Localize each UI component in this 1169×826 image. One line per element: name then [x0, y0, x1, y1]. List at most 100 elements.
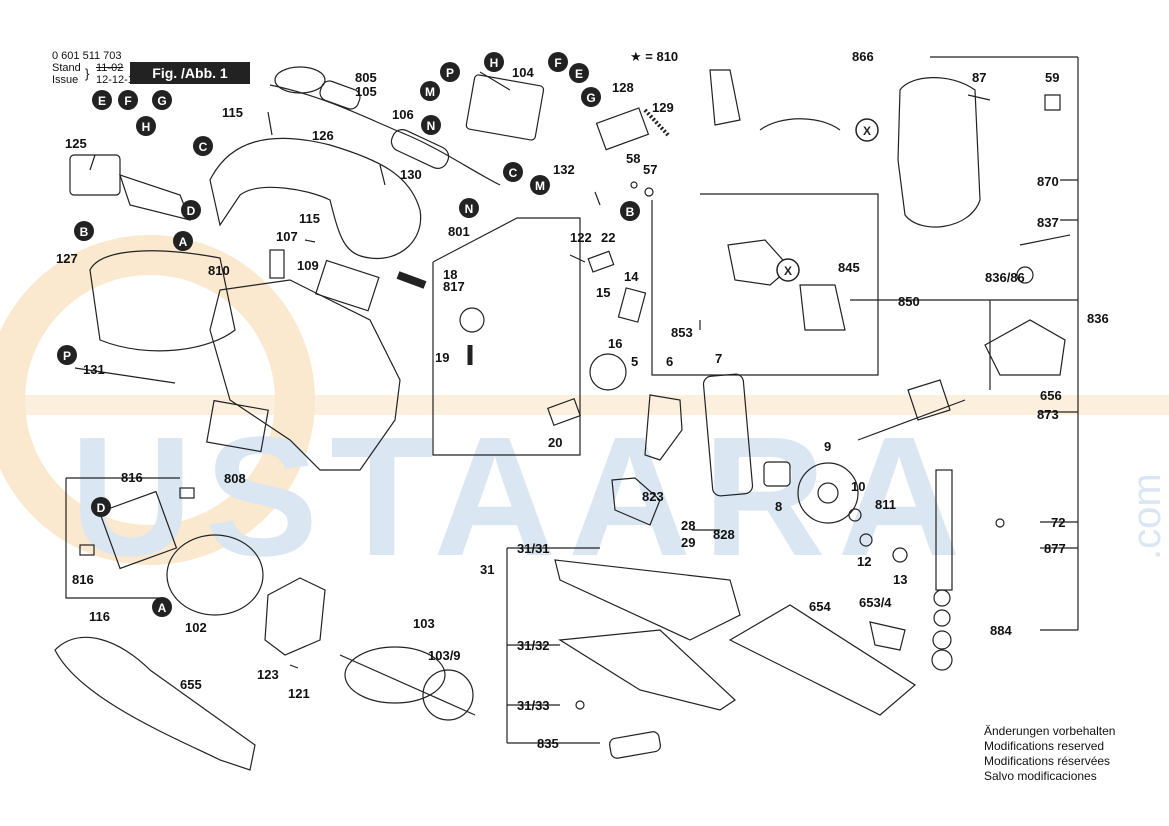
clip-72 [995, 518, 1005, 528]
issue-value: 12-12-19 [96, 74, 141, 86]
label-106: 106 [392, 107, 414, 122]
label-28: 28 [681, 518, 695, 533]
label-129: 129 [652, 100, 674, 115]
note-fr: Modifications réservées [984, 754, 1111, 768]
rod-836-86 [1019, 234, 1071, 246]
callout-b-1: B [620, 201, 640, 221]
screw-115-a [267, 111, 273, 136]
label-6: 6 [666, 354, 673, 369]
callout-c-1: C [193, 136, 213, 156]
callout-g-2: G [152, 90, 172, 110]
power-cable [269, 84, 501, 186]
armature-shaft [339, 654, 476, 716]
frame-116 [65, 478, 163, 599]
callout-p-1: P [440, 62, 460, 82]
callout-m-2: M [530, 175, 550, 195]
callout-m-1: M [420, 81, 440, 101]
label-808: 808 [224, 471, 246, 486]
label-9: 9 [824, 439, 831, 454]
brush-816-b [79, 544, 95, 556]
callout-letter: N [427, 119, 436, 133]
stand-value: 11-02 [96, 62, 124, 74]
label-850: 850 [898, 294, 920, 309]
housing-810 [209, 279, 401, 471]
callout-h-1: H [484, 52, 504, 72]
label-116: 116 [89, 609, 110, 624]
label-810: 810 [208, 263, 230, 278]
armature-103 [344, 646, 446, 704]
label-57: 57 [643, 162, 657, 177]
label-128: 128 [612, 80, 634, 95]
label-828: 828 [713, 527, 735, 542]
label-131: 131 [83, 362, 105, 377]
label-823: 823 [642, 489, 664, 504]
callout-letter: E [575, 67, 583, 81]
label-87: 87 [972, 70, 986, 85]
rod-873 [857, 399, 966, 441]
label-115-a: 115 [222, 105, 243, 120]
electronic-125 [69, 154, 121, 196]
figure-label: Fig. /Abb. 1 [130, 62, 250, 84]
washer-12 [859, 533, 873, 547]
washer-884-3 [932, 630, 952, 650]
label-22: 22 [601, 230, 615, 245]
guide-823 [611, 477, 661, 526]
label-109: 109 [297, 258, 319, 273]
label-18: 18 [443, 267, 457, 282]
label-654: 654 [809, 599, 831, 614]
leader-131 [74, 367, 176, 384]
watermark-domain: .com [1125, 473, 1169, 560]
label-845: 845 [838, 260, 860, 275]
modification-notes: Änderungen vorbehalten Modifications res… [984, 724, 1115, 784]
label-122: 122 [570, 230, 592, 245]
label-655: 655 [180, 677, 202, 692]
label-72: 72 [1051, 515, 1065, 530]
label-8: 8 [775, 499, 782, 514]
label-115-b: 115 [299, 211, 320, 226]
bearing-8 [763, 461, 791, 487]
callout-letter: B [80, 225, 89, 239]
electronic-plate [119, 174, 191, 221]
washer-884-1 [933, 589, 951, 607]
callout-letter: M [425, 85, 435, 99]
brush-holder-123 [264, 577, 326, 656]
label-125: 125 [65, 136, 87, 151]
switch-104 [465, 74, 545, 141]
callout-letter: N [465, 202, 474, 216]
leader-125 [89, 154, 96, 171]
label-14: 14 [624, 269, 639, 284]
bushing-13 [892, 547, 908, 563]
washer-884-2 [933, 609, 951, 627]
callout-circles: P H F E M G N E F G H C C M N B D B A P … [57, 52, 879, 617]
label-132: 132 [553, 162, 575, 177]
callout-d-1: D [181, 200, 201, 220]
callout-p-2: P [57, 345, 77, 365]
label-873: 873 [1037, 407, 1059, 422]
label-31-32: 31/32 [517, 638, 550, 653]
washer-57 [644, 187, 654, 197]
gear-9-hub [817, 482, 839, 504]
label-835: 835 [537, 736, 559, 751]
frame-801 [432, 217, 581, 456]
label-107: 107 [276, 229, 298, 244]
header-brace: } [85, 66, 90, 81]
gear-housing-7 [702, 373, 754, 497]
clamp-835 [608, 731, 662, 759]
legend-star: ★ = 810 [630, 49, 678, 64]
label-866: 866 [852, 49, 874, 64]
guard-656 [984, 319, 1066, 376]
cam-plate-6 [644, 394, 683, 461]
bearing-18 [459, 307, 485, 333]
callout-letter: X [784, 264, 792, 278]
gear-9 [797, 462, 859, 524]
plug [274, 66, 326, 94]
callout-x-1: X [855, 118, 879, 142]
screw-58 [630, 181, 638, 189]
base-plate-31-31 [554, 559, 741, 641]
watermark: USTAARA .com [0, 235, 1169, 592]
spring-clip-866 [759, 118, 841, 131]
fan-103-9 [422, 669, 474, 721]
label-102: 102 [185, 620, 207, 635]
field-102 [166, 534, 264, 616]
label-853: 853 [671, 325, 693, 340]
